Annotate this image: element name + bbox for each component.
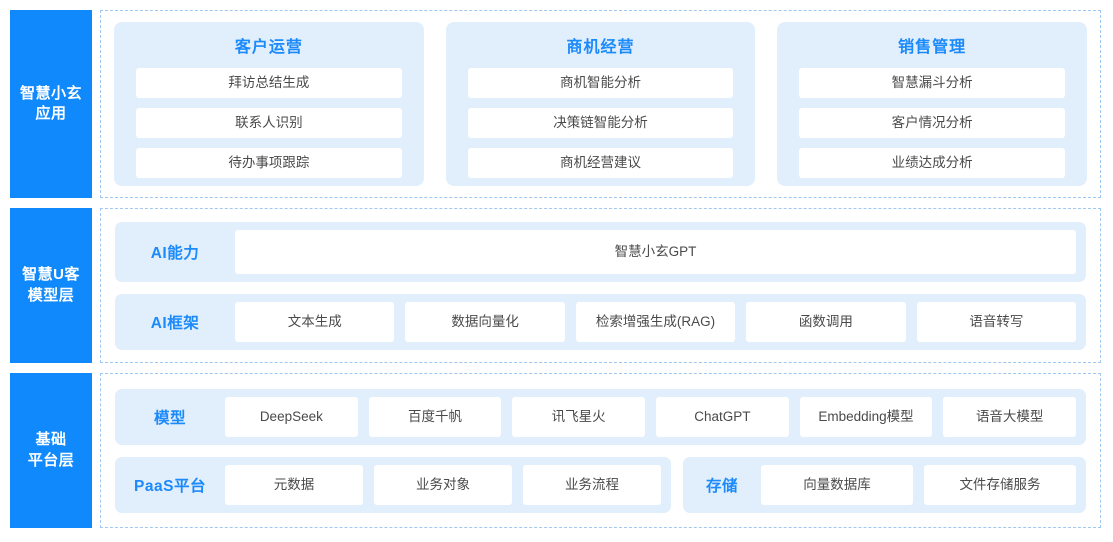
- platform-band-wrap: 模型 DeepSeek 百度千帆 讯飞星火 ChatGPT Embedding模…: [101, 374, 1100, 527]
- band-models: 模型 DeepSeek 百度千帆 讯飞星火 ChatGPT Embedding模…: [115, 388, 1086, 445]
- app-item[interactable]: 商机经营建议: [467, 148, 734, 178]
- band-title-paas: PaaS平台: [134, 477, 206, 495]
- cell-paas[interactable]: 业务对象: [374, 464, 512, 505]
- cell-paas[interactable]: 元数据: [225, 464, 363, 505]
- band-cells: 文本生成 数据向量化 检索增强生成(RAG) 函数调用 语音转写: [235, 301, 1077, 342]
- layer-label-platform-line1: 基础: [35, 431, 67, 449]
- band-cells: DeepSeek 百度千帆 讯飞星火 ChatGPT Embedding模型 语…: [225, 396, 1077, 437]
- cell-model[interactable]: 讯飞星火: [512, 396, 646, 437]
- band-title-storage: 存储: [705, 477, 738, 495]
- app-item[interactable]: 客户情况分析: [799, 108, 1066, 138]
- cell-model[interactable]: 百度千帆: [368, 396, 502, 437]
- model-band-wrap: AI能力 智慧小玄GPT AI框架 文本生成 数据向量化 检索增强生成(RAG)…: [101, 209, 1100, 362]
- band-cells: 向量数据库 文件存储服务: [761, 464, 1076, 505]
- band-ai-capability: AI能力 智慧小玄GPT: [115, 221, 1086, 282]
- app-item[interactable]: 商机智能分析: [467, 68, 734, 98]
- app-item[interactable]: 拜访总结生成: [136, 68, 402, 98]
- app-card-title: 销售管理: [898, 39, 967, 56]
- cell-ai-framework[interactable]: 数据向量化: [405, 301, 565, 342]
- cell-storage[interactable]: 文件存储服务: [924, 464, 1076, 505]
- cell-ai-capability-gpt[interactable]: 智慧小玄GPT: [235, 229, 1076, 274]
- band-title-ai-framework: AI框架: [150, 314, 200, 332]
- layer-label-model: 智慧U客 模型层: [10, 208, 92, 363]
- cell-ai-framework[interactable]: 函数调用: [746, 301, 906, 342]
- band-cells: 元数据 业务对象 业务流程: [225, 464, 661, 505]
- layer-body-application: 客户运营 拜访总结生成 联系人识别 待办事项跟踪 商机经营 商机智能分析 决策链…: [100, 10, 1101, 198]
- band-ai-framework: AI框架 文本生成 数据向量化 检索增强生成(RAG) 函数调用 语音转写: [115, 293, 1086, 350]
- app-card-title: 商机经营: [566, 39, 635, 56]
- layer-label-model-line1: 智慧U客: [22, 266, 80, 284]
- application-card-grid: 客户运营 拜访总结生成 联系人识别 待办事项跟踪 商机经营 商机智能分析 决策链…: [101, 11, 1100, 197]
- app-item[interactable]: 待办事项跟踪: [136, 148, 402, 178]
- platform-split-row: PaaS平台 元数据 业务对象 业务流程 存储 向量数据库 文件存储服务: [115, 456, 1086, 513]
- app-item[interactable]: 业绩达成分析: [799, 148, 1066, 178]
- cell-ai-framework[interactable]: 文本生成: [235, 301, 395, 342]
- band-storage: 存储 向量数据库 文件存储服务: [683, 456, 1086, 513]
- cell-model[interactable]: ChatGPT: [656, 396, 789, 437]
- cell-ai-framework[interactable]: 检索增强生成(RAG): [575, 301, 736, 342]
- app-item[interactable]: 智慧漏斗分析: [799, 68, 1066, 98]
- layer-label-application-line2: 应用: [35, 105, 67, 122]
- cell-storage[interactable]: 向量数据库: [761, 464, 913, 505]
- app-card-sales-management[interactable]: 销售管理 智慧漏斗分析 客户情况分析 业绩达成分析: [777, 22, 1088, 186]
- layer-label-application: 智慧小玄 应用: [10, 10, 92, 198]
- cell-model[interactable]: DeepSeek: [225, 396, 358, 437]
- band-title-models: 模型: [153, 409, 186, 427]
- cell-ai-framework[interactable]: 语音转写: [916, 301, 1077, 342]
- band-cells: 智慧小玄GPT: [235, 229, 1076, 274]
- layer-label-platform-line2: 平台层: [27, 451, 75, 469]
- layer-label-application-line1: 智慧小玄: [19, 84, 82, 102]
- layer-body-platform: 模型 DeepSeek 百度千帆 讯飞星火 ChatGPT Embedding模…: [100, 373, 1101, 528]
- layer-label-platform: 基础 平台层: [10, 373, 92, 528]
- cell-paas[interactable]: 业务流程: [523, 464, 661, 505]
- app-card-customer-operations[interactable]: 客户运营 拜访总结生成 联系人识别 待办事项跟踪: [114, 22, 424, 186]
- layer-body-model: AI能力 智慧小玄GPT AI框架 文本生成 数据向量化 检索增强生成(RAG)…: [100, 208, 1101, 363]
- layer-label-model-line2: 模型层: [27, 286, 75, 304]
- app-item[interactable]: 决策链智能分析: [467, 108, 734, 138]
- app-item[interactable]: 联系人识别: [136, 108, 402, 138]
- cell-model[interactable]: 语音大模型: [943, 396, 1077, 437]
- app-card-opportunity-management[interactable]: 商机经营 商机智能分析 决策链智能分析 商机经营建议: [445, 22, 756, 186]
- band-title-ai-capability: AI能力: [150, 244, 200, 262]
- app-card-title: 客户运营: [234, 39, 303, 56]
- band-paas-platform: PaaS平台 元数据 业务对象 业务流程: [115, 456, 671, 513]
- cell-model[interactable]: Embedding模型: [799, 396, 933, 437]
